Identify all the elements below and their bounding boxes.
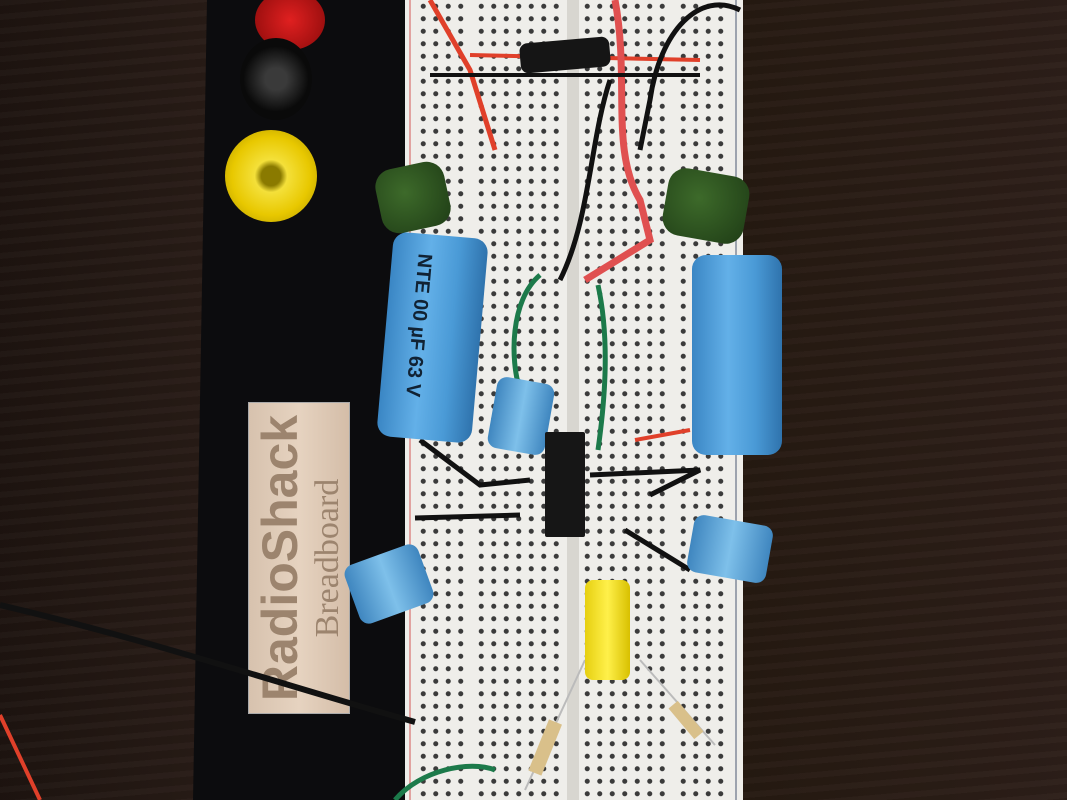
yellow-film-capacitor <box>585 580 630 680</box>
green-wire <box>595 284 608 451</box>
black-wire <box>418 438 531 488</box>
electrolytic-capacitor-large: NTE 00 µF 63 V <box>376 231 489 444</box>
black-wire <box>557 79 613 282</box>
black-wire <box>414 512 521 521</box>
green-wire <box>511 273 542 391</box>
electrolytic-capacitor-large <box>692 255 782 455</box>
breadboard-label-plate: RadioShack Breadboard <box>248 402 350 714</box>
capacitor-value: 00 µF <box>405 298 432 352</box>
center-channel <box>567 0 579 800</box>
integrated-circuit-chip <box>545 432 585 537</box>
black-wire <box>623 527 692 573</box>
black-binding-post <box>240 38 312 120</box>
film-capacitor <box>659 165 753 247</box>
black-resistor-body <box>519 36 611 74</box>
black-probe-wire <box>0 602 416 725</box>
green-wire <box>393 763 496 800</box>
red-wire <box>583 0 655 283</box>
black-wire <box>637 2 742 151</box>
red-wire <box>427 0 498 151</box>
yellow-binding-post <box>225 130 317 222</box>
red-wire <box>634 428 691 442</box>
capacitor-voltage: 63 V <box>401 354 427 398</box>
resistor <box>668 700 704 740</box>
capacitor-brand: NTE <box>410 252 436 295</box>
black-wire <box>589 467 702 498</box>
resistor <box>528 719 562 776</box>
red-wire <box>0 714 42 800</box>
